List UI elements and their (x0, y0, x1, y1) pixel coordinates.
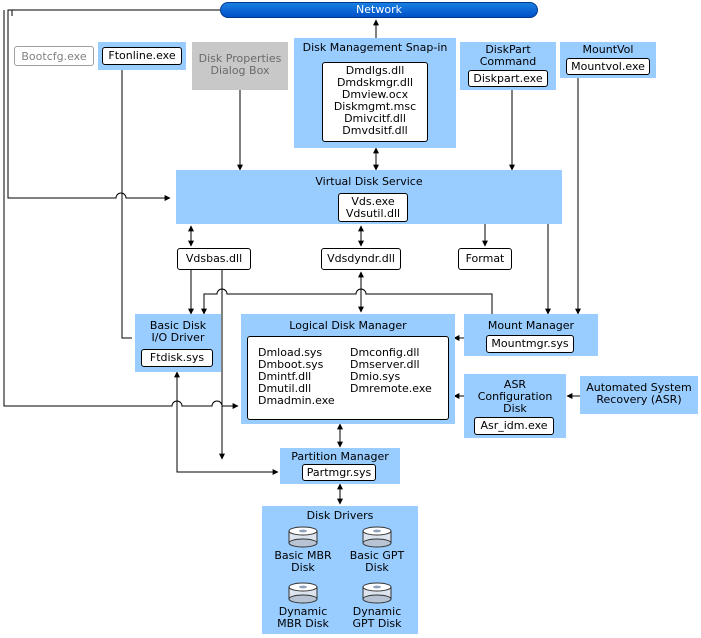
dynamic-mbr-disk: Dynamic MBR Disk (268, 582, 338, 630)
file-item: Dmload.sys (258, 346, 323, 359)
network-label: Network (356, 3, 402, 16)
disk-management-title: Disk Management Snap-in (302, 41, 448, 54)
asr-file: Asr_idm.exe (474, 417, 554, 435)
disk-management-files: Dmdlgs.dll Dmdskmgr.dll Dmview.ocx Diskm… (322, 62, 428, 142)
ldm-title: Logical Disk Manager (289, 319, 407, 332)
diskpart-box: DiskPart Command Diskpart.exe (460, 42, 556, 90)
bootcfg-box: Bootcfg.exe (14, 46, 94, 66)
automated-recovery-label: Automated System Recovery (ASR) (586, 381, 692, 406)
disk-icon (362, 582, 392, 604)
disk-management-snapin-box: Disk Management Snap-in Dmdlgs.dll Dmdsk… (294, 38, 456, 148)
disk-label: Basic GPT Disk (349, 549, 405, 574)
network-bar: Network (220, 2, 538, 18)
file-item: Dmserver.dll (350, 358, 420, 371)
mountvol-box: MountVol Mountvol.exe (560, 42, 656, 78)
mount-manager-title: Mount Manager (487, 319, 575, 332)
disk-label: Dynamic MBR Disk (277, 605, 329, 630)
file-item: Vds.exe (351, 195, 395, 208)
partmgr-file: Partmgr.sys (302, 464, 376, 481)
bootcfg-label: Bootcfg.exe (21, 50, 87, 63)
virtual-disk-service-box: Virtual Disk Service Vds.exe Vdsutil.dll (176, 170, 562, 224)
mountvol-file: Mountvol.exe (566, 58, 650, 75)
file-item: Vdsutil.dll (345, 207, 401, 220)
basic-gpt-disk: Basic GPT Disk (342, 526, 412, 574)
diskpart-title: DiskPart Command (479, 43, 537, 68)
vdsdyndr-box: Vdsdyndr.dll (321, 248, 401, 270)
ldm-files-col2: Dmconfig.dll Dmserver.dll Dmio.sys Dmrem… (350, 347, 432, 395)
asr-title: ASR Configuration Disk (477, 378, 553, 415)
disk-label: Dynamic GPT Disk (352, 605, 402, 630)
basic-mbr-disk: Basic MBR Disk (268, 526, 338, 574)
mountmgr-file: Mountmgr.sys (486, 335, 574, 353)
file-item: Dmadmin.exe (258, 394, 335, 407)
diskpart-file: Diskpart.exe (468, 70, 548, 87)
file-item: Dmboot.sys (258, 358, 324, 371)
disk-properties-box: Disk Properties Dialog Box (192, 42, 288, 90)
file-item: Dmvdsitf.dll (342, 124, 408, 137)
file-item: Dmremote.exe (350, 382, 432, 395)
ldm-files-col1: Dmload.sys Dmboot.sys Dmintf.dll Dmutil.… (258, 347, 335, 407)
vds-files: Vds.exe Vdsutil.dll (338, 193, 408, 222)
format-box: Format (458, 248, 512, 270)
vdsbas-box: Vdsbas.dll (177, 248, 251, 270)
disk-icon (362, 526, 392, 548)
partition-manager-title: Partition Manager (291, 450, 389, 463)
file-item: Dmutil.dll (258, 382, 312, 395)
ftonline-box: Ftonline.exe (98, 42, 186, 70)
file-item: Dmdskmgr.dll (336, 76, 414, 89)
asr-configuration-box: ASR Configuration Disk Asr_idm.exe (464, 374, 566, 438)
file-item: Dmconfig.dll (350, 346, 420, 359)
file-item: Dmdlgs.dll (345, 64, 405, 77)
file-item: Dmio.sys (350, 370, 401, 383)
file-item: Diskmgmt.msc (333, 100, 417, 113)
disk-properties-label: Disk Properties Dialog Box (198, 52, 282, 77)
file-item: Dmivcitf.dll (344, 112, 406, 125)
logical-disk-manager-box: Logical Disk Manager Dmload.sys Dmboot.s… (241, 314, 455, 424)
partition-manager-box: Partition Manager Partmgr.sys (280, 448, 400, 484)
file-item: Dmintf.dll (258, 370, 312, 383)
basic-disk-driver-title: Basic Disk I/O Driver (149, 319, 207, 344)
ldm-files: Dmload.sys Dmboot.sys Dmintf.dll Dmutil.… (247, 336, 449, 420)
disk-icon (288, 582, 318, 604)
ftdisk-file: Ftdisk.sys (141, 349, 213, 367)
file-item: Dmview.ocx (341, 88, 409, 101)
dynamic-gpt-disk: Dynamic GPT Disk (342, 582, 412, 630)
disk-icon (288, 526, 318, 548)
mountvol-title: MountVol (582, 43, 634, 56)
automated-system-recovery-box: Automated System Recovery (ASR) (580, 376, 698, 414)
basic-disk-driver-box: Basic Disk I/O Driver Ftdisk.sys (135, 314, 221, 372)
disk-label: Basic MBR Disk (274, 549, 332, 574)
disk-drivers-box: Disk Drivers Basic MBR Disk Basic GPT Di… (262, 506, 418, 634)
mount-manager-box: Mount Manager Mountmgr.sys (464, 314, 598, 356)
vds-title: Virtual Disk Service (315, 175, 423, 188)
ftonline-label: Ftonline.exe (102, 47, 182, 65)
disk-drivers-title: Disk Drivers (306, 509, 374, 522)
